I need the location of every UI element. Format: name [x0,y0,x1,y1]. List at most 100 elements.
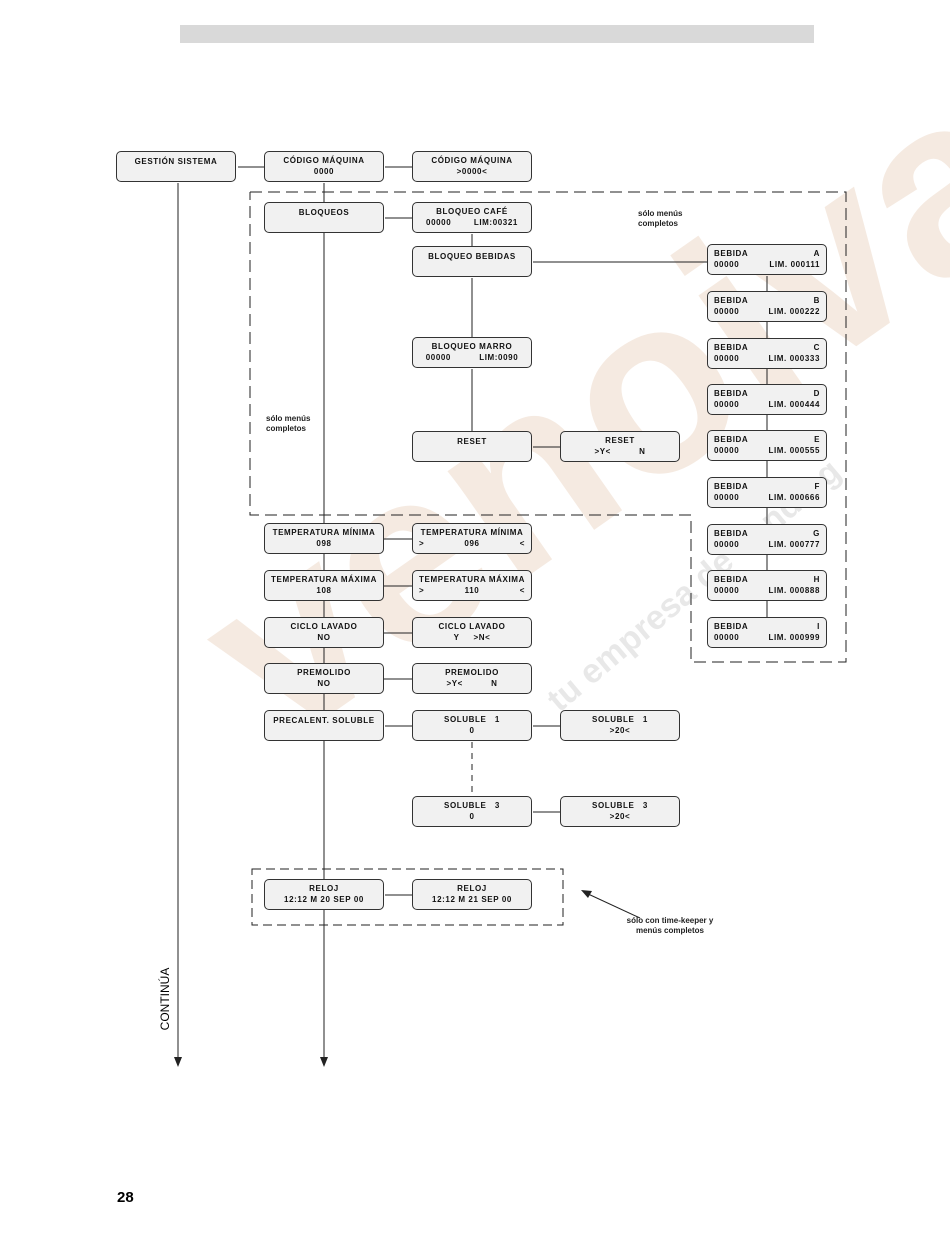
box-text: TEMPERATURA MÁXIMA [271,575,377,584]
box-line: >110< [419,585,525,596]
box-text: 00000 [714,260,740,269]
box-text: RESET [457,437,487,446]
box-text: BEBIDA [714,482,749,491]
box-text: > [419,539,425,548]
box-text: LIM. 000444 [768,400,820,409]
box-text: 096 [464,539,480,548]
box-text: < [519,586,525,595]
box-text: A [813,249,820,258]
menu-box-temp-max: TEMPERATURA MÁXIMA 108 [264,570,384,601]
box-text: LIM. 000777 [768,540,820,549]
box-line: BLOQUEOS [271,207,377,218]
box-text: BLOQUEO MARRO [431,342,513,351]
box-text: 00000 [714,633,740,642]
box-line: 00000 LIM:00321 [419,217,525,228]
page-number: 28 [117,1189,134,1206]
box-line: BLOQUEO CAFÉ [419,206,525,217]
box-text: 108 [316,586,332,595]
box-text: >0000< [456,167,488,176]
box-text: BEBIDA [714,529,749,538]
box-text: GESTIÓN SISTEMA [134,157,218,166]
box-line: 12:12 M 20 SEP 00 [271,894,377,905]
box-line: RELOJ [271,883,377,894]
box-line: 12:12 M 21 SEP 00 [419,894,525,905]
box-text: BLOQUEOS [298,208,350,217]
box-text: CICLO LAVADO [290,622,358,631]
box-text: TEMPERATURA MÍNIMA [272,528,376,537]
box-text: < [519,539,525,548]
menu-box-gestion: GESTIÓN SISTEMA [116,151,236,182]
box-text: B [813,296,820,305]
box-text: H [813,575,820,584]
box-line: SOLUBLE 1 [419,714,525,725]
box-text: 00000 [714,354,740,363]
box-line: BLOQUEO MARRO [419,341,525,352]
box-text: 00000 LIM:00321 [426,218,518,227]
box-text: PREMOLIDO [297,668,351,677]
box-text: BEBIDA [714,249,749,258]
box-text: PREMOLIDO [445,668,499,677]
box-text: 00000 [714,540,740,549]
box-text: E [814,435,820,444]
box-line: 00000 LIM. 000222 [714,306,820,317]
box-line: NO [271,678,377,689]
box-line: BEBIDA F [714,481,820,492]
box-text: BEBIDA [714,575,749,584]
menu-box-bloqueo-bebidas: BLOQUEO BEBIDAS [412,246,532,277]
box-line: TEMPERATURA MÁXIMA [419,574,525,585]
box-text: NO [317,633,331,642]
box-line: TEMPERATURA MÍNIMA [419,527,525,538]
box-line: PREMOLIDO [419,667,525,678]
box-text: 00000 [714,307,740,316]
box-text: 098 [316,539,332,548]
box-line: SOLUBLE 1 [567,714,673,725]
box-text: LIM. 000333 [768,354,820,363]
box-text: LIM. 000222 [768,307,820,316]
box-line: RELOJ [419,883,525,894]
box-text: LIM. 000666 [768,493,820,502]
box-line: 098 [271,538,377,549]
box-line: BLOQUEO BEBIDAS [419,251,525,262]
box-text: > [419,586,425,595]
box-text: 0000 [313,167,335,176]
box-text: RELOJ [309,884,339,893]
box-text: BEBIDA [714,389,749,398]
box-line: >20< [567,811,673,822]
box-line: SOLUBLE 3 [567,800,673,811]
box-text: SOLUBLE 1 [592,715,648,724]
box-line: 00000 LIM:0090 [419,352,525,363]
menu-box-temp-min: TEMPERATURA MÍNIMA 098 [264,523,384,554]
box-text: BEBIDA [714,296,749,305]
box-line: TEMPERATURA MÁXIMA [271,574,377,585]
box-text: F [814,482,820,491]
box-line: 0000 [271,166,377,177]
box-text: RESET [605,436,635,445]
box-text: 00000 [714,446,740,455]
box-text: TEMPERATURA MÍNIMA [420,528,524,537]
box-text: SOLUBLE 3 [592,801,648,810]
menu-box-soluble3-edit: SOLUBLE 3>20< [560,796,680,827]
box-line: >20< [567,725,673,736]
menu-box-temp-min-edit: TEMPERATURA MÍNIMA >096 < [412,523,532,554]
box-text: CÓDIGO MÁQUINA [283,156,365,165]
box-text: TEMPERATURA MÁXIMA [419,575,525,584]
menu-box-reset-edit: RESET>Y< N [560,431,680,462]
